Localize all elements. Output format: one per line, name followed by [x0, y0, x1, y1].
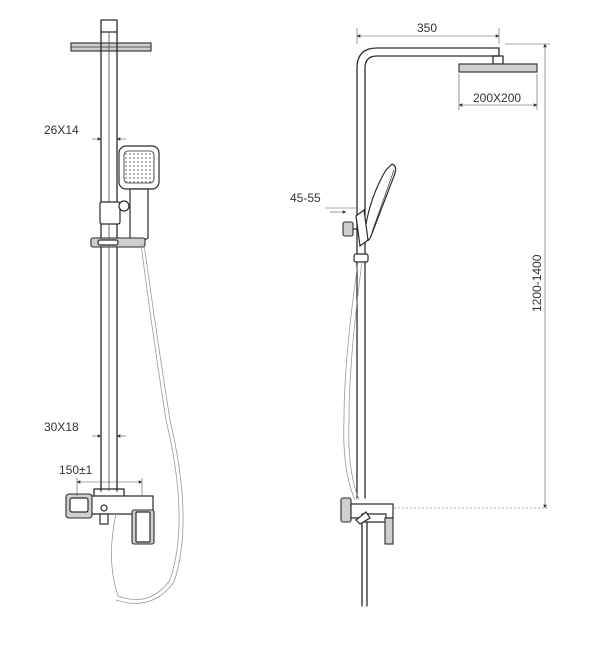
- dim-angle-label: 45-55: [290, 191, 321, 205]
- front-hose: [111, 243, 180, 600]
- dim-arm: 350: [356, 21, 500, 44]
- dim-spacing: 150±1: [59, 463, 143, 496]
- dim-height-label: 1200-1400: [530, 254, 544, 312]
- front-rain-head: [70, 19, 152, 52]
- side-view: 350 200X200 45-55 1200-1400: [290, 21, 550, 607]
- dim-rain-head-label: 200X200: [473, 91, 521, 105]
- side-rain-head: [458, 55, 538, 73]
- side-hand-shower: [342, 163, 397, 263]
- dim-spacing-label: 150±1: [59, 463, 93, 477]
- dim-column-label: 30X18: [44, 420, 79, 434]
- front-column: [100, 31, 118, 492]
- side-column: [356, 47, 500, 607]
- dim-rain-head: 200X200: [458, 74, 538, 110]
- dim-column: 30X18: [44, 420, 126, 438]
- dim-handshower: 26X14: [44, 123, 126, 141]
- dim-arm-label: 350: [417, 21, 437, 35]
- side-hose: [343, 261, 359, 501]
- dim-handshower-label: 26X14: [44, 123, 79, 137]
- side-mixer: [340, 497, 394, 545]
- front-hand-shower: [118, 145, 160, 242]
- dim-height: 1200-1400: [394, 43, 550, 509]
- front-hose-outer: [115, 243, 184, 604]
- front-view: 26X14 30X18 150±1: [44, 19, 184, 604]
- side-hose-outer: [348, 261, 363, 501]
- front-mixer: [65, 488, 155, 545]
- dim-angle: 45-55: [290, 191, 357, 214]
- front-slider-holder: [90, 200, 146, 248]
